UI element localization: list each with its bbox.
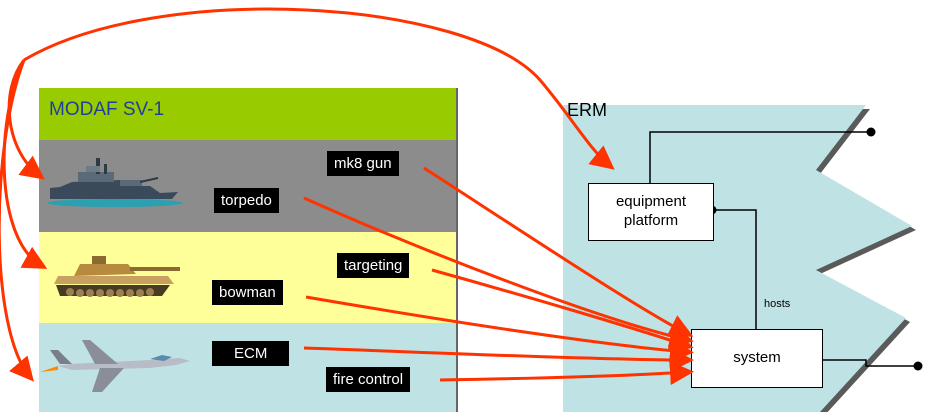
arc-ship <box>7 59 45 180</box>
tank-icon <box>54 256 180 297</box>
arrow-mk8-gun <box>423 166 694 337</box>
sv1-panel-shadow <box>456 88 458 412</box>
arrow-ecm <box>303 346 694 372</box>
fighter-jet-icon <box>40 340 190 392</box>
arrow-bowman <box>305 295 694 363</box>
torpedo-label: torpedo <box>214 188 279 213</box>
system-label: system <box>733 349 781 367</box>
erm-title: ERM <box>567 100 607 120</box>
arrow-targeting <box>431 268 694 352</box>
fire-control-label: fire control <box>326 367 411 392</box>
targeting-label: targeting <box>337 253 410 278</box>
warship-icon <box>47 158 183 207</box>
sv1-title-bar: MODAF SV-1 <box>39 88 457 140</box>
sv1-title: MODAF SV-1 <box>49 99 165 120</box>
arrow-torpedo <box>303 196 694 348</box>
mk8-gun-label: mk8 gun <box>327 151 399 176</box>
system-node[interactable]: system <box>691 329 823 388</box>
arc-to-equipment-platform <box>23 7 615 170</box>
ecm-label: ECM <box>212 341 290 366</box>
bowman-label: bowman <box>212 280 283 305</box>
hosts-label: hosts <box>764 298 791 310</box>
arrow-fire-control <box>439 361 694 386</box>
equipment-platform-label: equipment platform <box>615 193 687 229</box>
arc-jet <box>0 59 34 382</box>
equipment-platform-node[interactable]: equipment platform <box>588 183 714 241</box>
